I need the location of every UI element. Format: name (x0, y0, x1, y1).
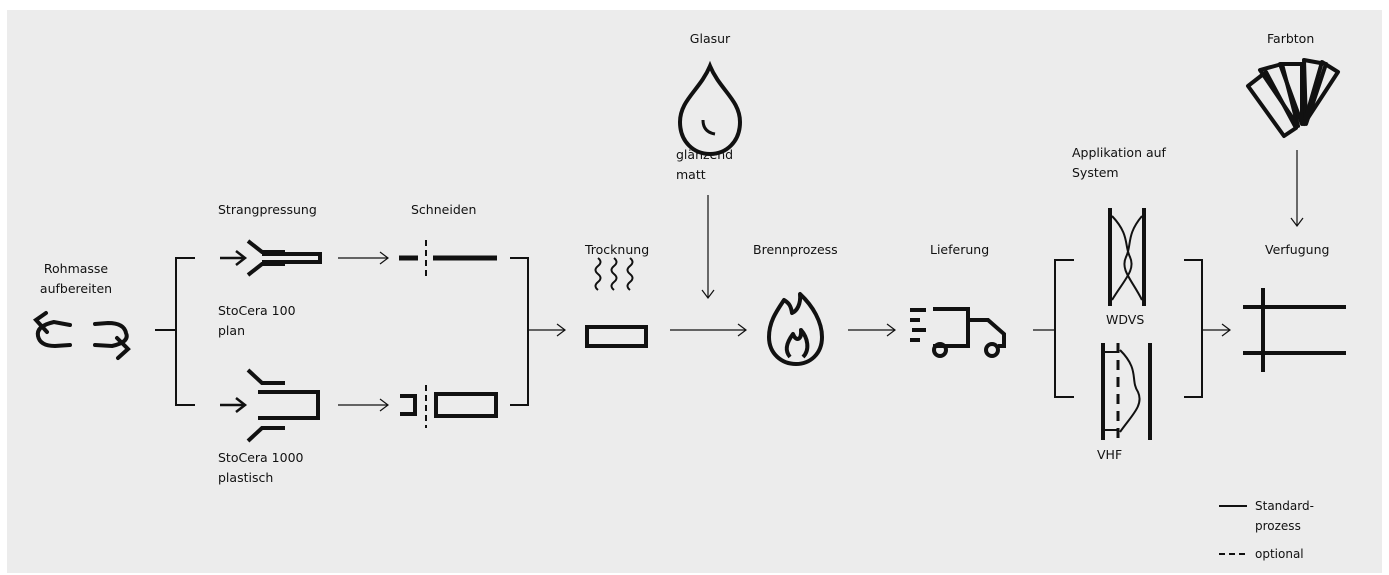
label-glasur: Glasur (689, 31, 731, 46)
truck-icon (910, 307, 1006, 358)
label-stocera-plan: StoCera 100 plan (218, 303, 296, 338)
split-bracket-3 (1054, 259, 1074, 398)
extrusion-icon-plan (220, 239, 322, 277)
label-verfugung: Verfugung (1265, 242, 1330, 257)
drop-icon (677, 60, 743, 157)
cut-icon-plan (399, 240, 497, 276)
drying-icon (585, 257, 648, 348)
joint-icon (1243, 288, 1346, 372)
label-farbton: Farbton (1267, 31, 1315, 46)
color-fan-icon (1246, 58, 1340, 138)
label-applikation: Applikation auf System (1072, 145, 1166, 180)
label-brennprozess: Brennprozess (753, 242, 838, 257)
legend-standard-label: Standard- prozess (1255, 499, 1314, 533)
label-trocknung: Trocknung (585, 242, 650, 257)
wall-system-icon-vhf (1101, 343, 1152, 440)
wall-system-icon-wdvs (1108, 208, 1146, 306)
label-wdvs: WDVS (1106, 312, 1145, 327)
arrow-to-cut-top (338, 251, 389, 265)
cut-icon-plastisch (400, 385, 498, 428)
label-rohmasse: Rohmasse aufbereiten (39, 261, 113, 296)
arrow-glasur-down (701, 195, 715, 299)
label-lieferung: Lieferung (930, 242, 990, 257)
label-glasur-options: glänzend matt (676, 147, 734, 182)
label-vhf: VHF (1097, 447, 1123, 462)
flame-icon (767, 292, 824, 366)
arrow-to-cut-bottom (338, 398, 389, 412)
diagram-panel (7, 10, 1382, 573)
arrow-to-lieferung (848, 323, 896, 337)
label-stocera-plastisch: StoCera 1000 plastisch (218, 450, 304, 485)
split-bracket-1 (155, 257, 195, 406)
arrow-to-brennprozess (670, 323, 747, 337)
recycle-icon (32, 311, 131, 360)
label-schneiden: Schneiden (411, 202, 477, 217)
legend-optional-label: optional (1255, 547, 1304, 561)
label-strangpressung: Strangpressung (218, 202, 317, 217)
merge-bracket-4 (1184, 259, 1231, 398)
arrow-farbton-down (1290, 150, 1304, 227)
merge-bracket-2 (510, 257, 566, 406)
extrusion-icon-plastisch (220, 368, 320, 443)
